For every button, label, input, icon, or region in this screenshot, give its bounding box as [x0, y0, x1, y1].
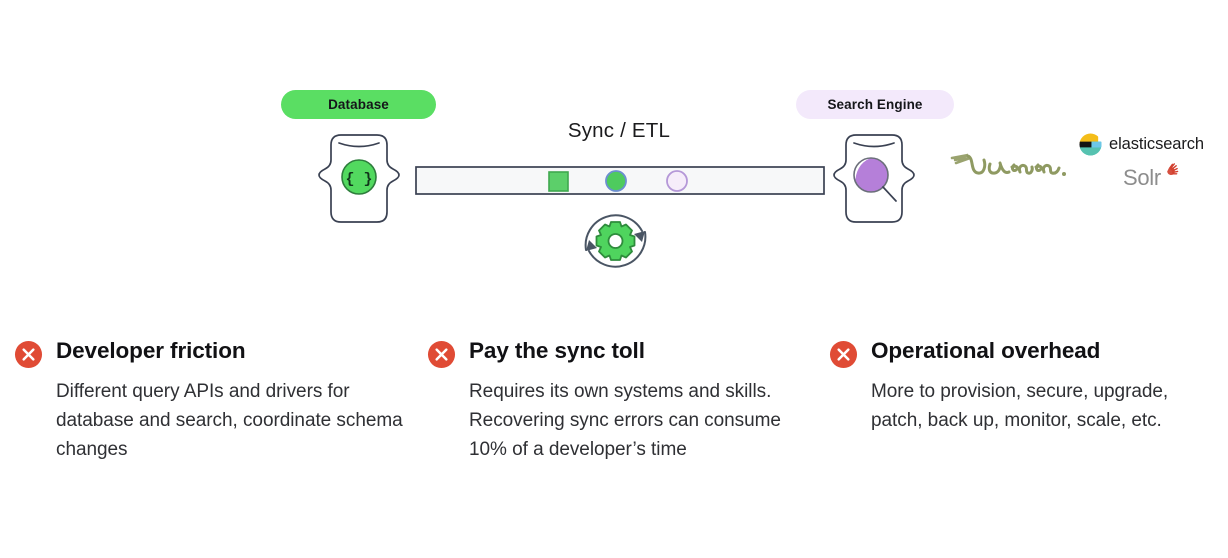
- conveyor-belt: [415, 166, 825, 195]
- lucene-logo: [950, 153, 1066, 176]
- sync-gear-icon: [584, 214, 647, 268]
- pain-point-card-0: Developer friction Different query APIs …: [14, 337, 404, 465]
- error-x-icon: [14, 340, 43, 369]
- solr-logo: Solr: [1123, 163, 1179, 190]
- elasticsearch-mark-icon: [1079, 133, 1102, 156]
- database-pill-label: Database: [281, 90, 436, 119]
- sync-etl-label: Sync / ETL: [567, 119, 671, 142]
- pain-point-body-2: More to provision, secure, upgrade, patc…: [871, 381, 1169, 431]
- pain-point-card-1: Pay the sync toll Requires its own syste…: [427, 337, 807, 465]
- pain-point-title-1: Pay the sync toll: [469, 338, 645, 363]
- pain-point-header-2: Operational overhead: [829, 337, 1199, 369]
- pain-point-card-2: Operational overhead More to provision, …: [829, 337, 1199, 436]
- belt-item-square: [548, 171, 569, 192]
- solr-sun-icon: [1167, 163, 1179, 175]
- search-magnifier-icon: [833, 134, 915, 223]
- database-braces-icon: { }: [318, 134, 400, 223]
- elasticsearch-logo: elasticsearch: [1079, 133, 1204, 156]
- error-x-icon: [427, 340, 456, 369]
- pain-point-header-0: Developer friction: [14, 337, 404, 369]
- svg-text:{ }: { }: [345, 171, 372, 188]
- elasticsearch-wordmark: elasticsearch: [1109, 135, 1204, 153]
- search-engine-pill-label: Search Engine: [796, 90, 954, 119]
- pain-point-header-1: Pay the sync toll: [427, 337, 807, 369]
- belt-item-circle-purple: [666, 170, 688, 192]
- architecture-diagram: Database Search Engine Sync / ETL { }: [281, 90, 1204, 268]
- pain-point-body-1: Requires its own systems and skills. Rec…: [469, 381, 781, 460]
- pain-point-title-0: Developer friction: [56, 338, 246, 363]
- pain-points-row: Developer friction Different query APIs …: [0, 337, 1228, 558]
- pain-point-body-0: Different query APIs and drivers for dat…: [56, 381, 403, 460]
- solr-wordmark: Solr: [1123, 165, 1161, 190]
- pain-point-title-2: Operational overhead: [871, 338, 1101, 363]
- belt-item-circle-green: [605, 170, 627, 192]
- error-x-icon: [829, 340, 858, 369]
